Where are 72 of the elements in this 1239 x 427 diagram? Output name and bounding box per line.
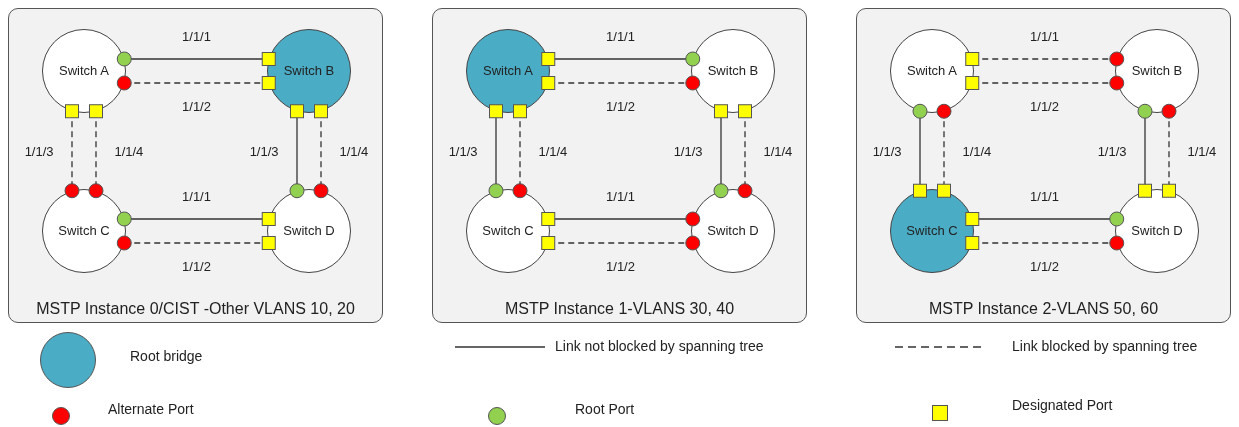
blocked-link [1161, 103, 1177, 198]
switch-circle: Switch B [1115, 29, 1199, 113]
panel-title: MSTP Instance 1-VLANS 30, 40 [503, 300, 736, 318]
blocked-link [116, 75, 276, 91]
blocked-link [965, 75, 1125, 91]
blocked-link [541, 235, 701, 251]
edge-label: 1/1/4 [114, 143, 144, 159]
edge-label: 1/1/3 [24, 143, 54, 159]
edge-label: 1/1/4 [962, 143, 992, 159]
blocked-link [88, 104, 104, 199]
switch-circle: Switch D [1115, 189, 1199, 273]
link [541, 211, 701, 227]
edge-label: 1/1/2 [1030, 258, 1059, 274]
legend-label: Link blocked by spanning tree [1012, 338, 1198, 354]
edge-label: 1/1/1 [182, 188, 211, 204]
instance-panel [856, 8, 1231, 323]
legend-label: Root Port [575, 401, 635, 417]
edge-label: 1/1/3 [673, 143, 703, 159]
edge-label: 1/1/1 [606, 28, 635, 44]
root-bridge-circle: Switch A [466, 29, 550, 113]
edge-label: 1/1/1 [606, 188, 635, 204]
link [488, 104, 504, 199]
edge-label: 1/1/1 [1030, 28, 1059, 44]
edge-label: 1/1/3 [872, 143, 902, 159]
link [912, 103, 928, 198]
edge-label: 1/1/2 [606, 258, 635, 274]
legend-label: Designated Port [1012, 397, 1113, 413]
link [1137, 103, 1153, 198]
blocked-link [737, 104, 753, 199]
blocked-link [936, 103, 952, 198]
edge-label: 1/1/4 [538, 143, 568, 159]
edge-label: 1/1/3 [249, 143, 279, 159]
blocked-link [313, 104, 329, 199]
blocked-link [64, 104, 80, 199]
blocked-link [512, 104, 528, 199]
switch-circle: Switch C [466, 189, 550, 273]
instance-panel [8, 8, 383, 323]
edge-label: 1/1/3 [448, 143, 478, 159]
switch-circle: Switch D [691, 189, 775, 273]
edge-label: 1/1/2 [606, 98, 635, 114]
switch-circle: Switch B [691, 29, 775, 113]
edge-label: 1/1/4 [339, 143, 369, 159]
switch-circle: Switch D [267, 189, 351, 273]
link [965, 211, 1125, 227]
edge-label: 1/1/3 [1097, 143, 1127, 159]
edge-label: 1/1/1 [1030, 188, 1059, 204]
legend-label: Root bridge [130, 348, 203, 364]
edge-label: 1/1/2 [1030, 98, 1059, 114]
edge-label: 1/1/1 [182, 28, 211, 44]
edge-label: 1/1/2 [182, 258, 211, 274]
root-bridge-circle: Switch B [267, 29, 351, 113]
link [116, 51, 276, 67]
panel-title: MSTP Instance 0/CIST -Other VLANS 10, 20 [35, 300, 356, 318]
panel-title: MSTP Instance 2-VLANS 50, 60 [927, 300, 1160, 318]
edge-label: 1/1/4 [1187, 143, 1217, 159]
link [541, 51, 701, 67]
switch-circle: Switch C [42, 189, 126, 273]
edge-label: 1/1/4 [763, 143, 793, 159]
switch-circle: Switch A [890, 29, 974, 113]
link [713, 104, 729, 199]
blocked-link [541, 75, 701, 91]
link [289, 104, 305, 199]
legend-label: Alternate Port [108, 401, 194, 417]
blocked-link [116, 235, 276, 251]
edge-label: 1/1/2 [182, 98, 211, 114]
link [116, 211, 276, 227]
root-bridge-circle: Switch C [890, 189, 974, 273]
instance-panel [432, 8, 807, 323]
blocked-link [965, 51, 1125, 67]
switch-circle: Switch A [42, 29, 126, 113]
legend-label: Link not blocked by spanning tree [555, 338, 764, 354]
blocked-link [965, 235, 1125, 251]
